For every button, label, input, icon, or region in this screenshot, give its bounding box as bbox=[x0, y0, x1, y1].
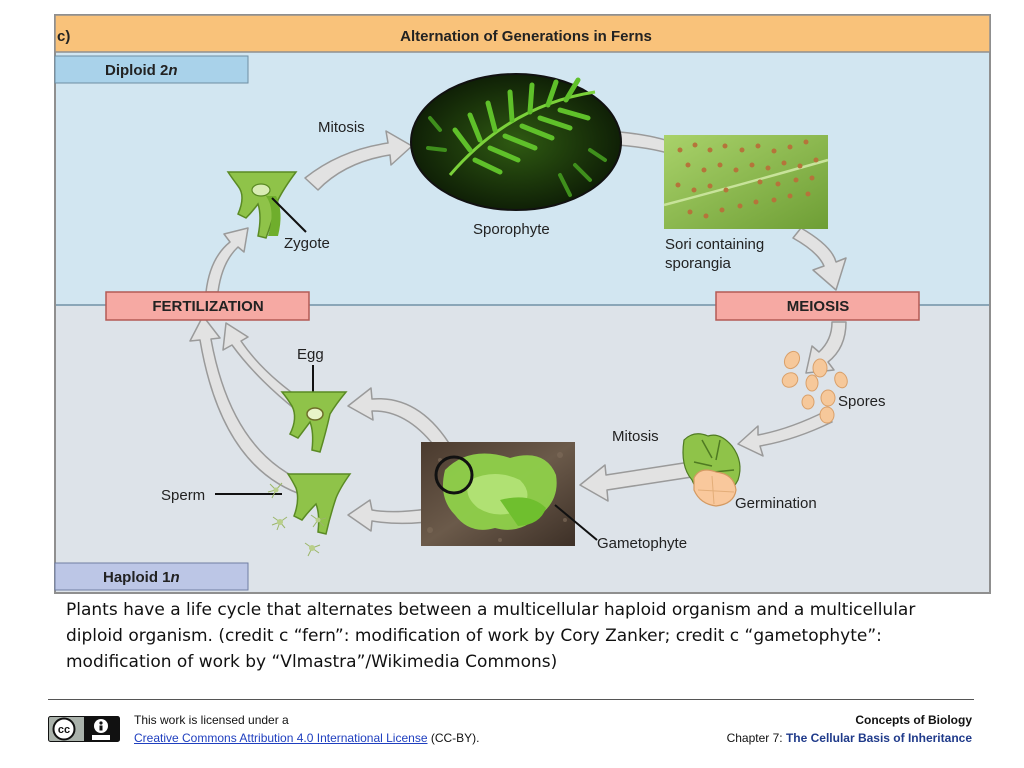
cycle-arrows bbox=[189, 130, 847, 532]
sori-label-line2: sporangia bbox=[665, 255, 732, 272]
arrow-spores-to-germination bbox=[737, 410, 833, 457]
sperm-image bbox=[215, 473, 352, 557]
panel-letter: c) bbox=[57, 28, 70, 45]
germination-image bbox=[682, 433, 741, 507]
cc-by-license-icon[interactable]: cc bbox=[48, 716, 120, 742]
diploid-label-box bbox=[54, 55, 249, 84]
book-title: Concepts of Biology bbox=[855, 713, 972, 727]
egg-label: Egg bbox=[297, 346, 324, 363]
footer-divider bbox=[48, 699, 974, 700]
meiosis-label: MEIOSIS bbox=[787, 298, 850, 315]
arrow-gametophyte-to-egg bbox=[347, 387, 453, 456]
sporophyte-label: Sporophyte bbox=[473, 221, 550, 238]
title-bar bbox=[54, 14, 991, 53]
sperm-label: Sperm bbox=[161, 487, 205, 504]
license-suffix: (CC-BY). bbox=[427, 731, 480, 745]
chapter-title: The Cellular Basis of Inheritance bbox=[785, 731, 972, 745]
germination-label: Germination bbox=[735, 495, 817, 512]
meiosis-box bbox=[715, 291, 920, 321]
arrow-mitosis-to-sporophyte bbox=[304, 130, 413, 191]
haploid-label: Haploid 1n bbox=[103, 569, 180, 586]
arrow-fertilization-to-zygote bbox=[205, 227, 249, 293]
chapter-line: Chapter 7: The Cellular Basis of Inherit… bbox=[727, 731, 972, 745]
sporophyte-image bbox=[410, 73, 622, 211]
fertilization-label: FERTILIZATION bbox=[152, 298, 263, 315]
haploid-label-box bbox=[54, 562, 249, 591]
egg-image bbox=[280, 365, 348, 453]
fern-lifecycle-diagram: c) Alternation of Generations in Ferns D… bbox=[54, 14, 991, 594]
mitosis-top-label: Mitosis bbox=[318, 119, 365, 136]
figure-caption: Plants have a life cycle that alternates… bbox=[66, 600, 916, 672]
license-text: This work is licensed under a bbox=[134, 713, 289, 727]
arrow-mitosis-to-gametophyte bbox=[579, 461, 693, 502]
chapter-prefix: Chapter 7: bbox=[726, 731, 786, 745]
diploid-label: Diploid 2n bbox=[105, 62, 178, 79]
arrow-egg-to-fertilization bbox=[222, 322, 303, 411]
svg-text:cc: cc bbox=[58, 724, 70, 736]
diagram-title: Alternation of Generations in Ferns bbox=[400, 28, 652, 45]
spores-label: Spores bbox=[838, 393, 886, 410]
arrow-sori-to-meiosis bbox=[792, 227, 847, 291]
spores-image bbox=[781, 350, 848, 424]
zygote-label: Zygote bbox=[284, 235, 330, 252]
license-link[interactable]: Creative Commons Attribution 4.0 Interna… bbox=[134, 731, 428, 745]
gametophyte-image bbox=[421, 442, 598, 546]
zygote-image bbox=[226, 171, 307, 239]
gametophyte-label: Gametophyte bbox=[597, 535, 687, 552]
mitosis-bottom-label: Mitosis bbox=[612, 428, 659, 445]
license-line: Creative Commons Attribution 4.0 Interna… bbox=[134, 731, 480, 745]
sori-label-line1: Sori containing bbox=[665, 236, 764, 253]
sori-image bbox=[663, 135, 829, 229]
fertilization-box bbox=[105, 291, 310, 321]
